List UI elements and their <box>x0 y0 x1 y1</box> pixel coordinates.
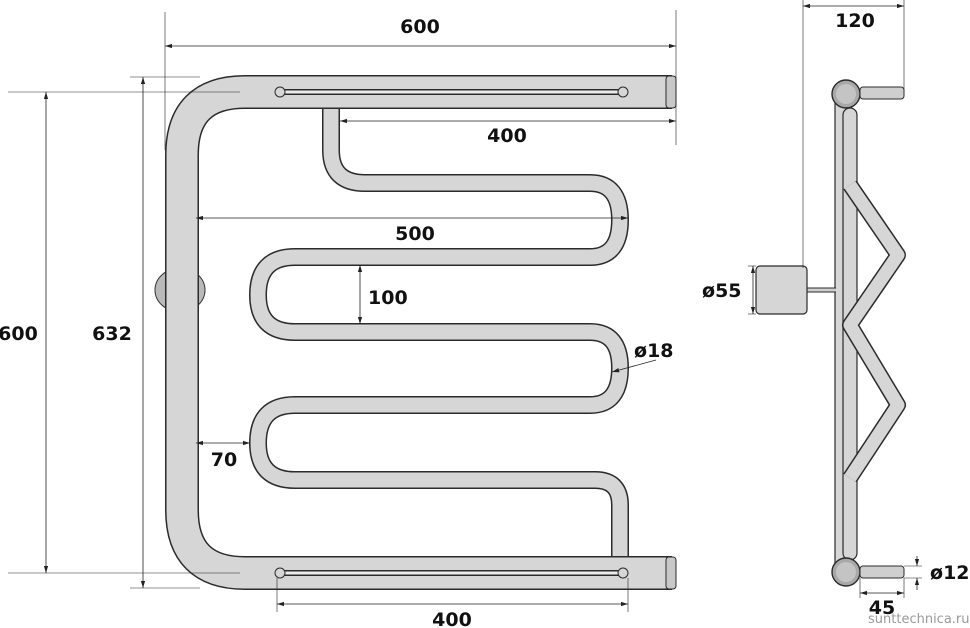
label-nipple-length: 45 <box>869 597 895 619</box>
label-inner-width: 500 <box>395 223 435 245</box>
label-depth: 120 <box>835 10 875 32</box>
label-connection-spacing: 400 <box>487 125 527 147</box>
label-outer-height: 600 <box>0 323 38 345</box>
label-bottom-spacing: 400 <box>432 609 472 628</box>
serpentine-coil <box>249 103 629 560</box>
front-view: 600 400 500 100 ø18 70 <box>0 10 677 628</box>
dim-flange-diameter: ø55 <box>702 265 756 315</box>
dim-outer-height: 600 <box>0 91 240 574</box>
watermark-text: sunttechnica.ru <box>868 612 970 627</box>
dim-depth: 120 <box>802 0 905 268</box>
dim-side-gap: 70 <box>196 440 250 471</box>
dim-connection-spacing: 400 <box>340 118 676 147</box>
bottom-nipple <box>859 565 905 579</box>
wall-flange <box>755 265 808 315</box>
label-tube-diameter: ø18 <box>634 340 674 362</box>
dim-total-height: 632 <box>92 76 200 589</box>
dim-inner-width: 500 <box>196 215 628 245</box>
label-total-height: 632 <box>92 323 132 345</box>
dim-overall-width: 600 <box>164 10 677 150</box>
side-zigzag <box>842 180 906 483</box>
label-overall-width: 600 <box>400 16 440 38</box>
dim-loop-pitch: 100 <box>357 265 408 324</box>
dim-bottom-spacing: 400 <box>276 578 629 628</box>
side-view: 120 ø55 ø12 45 sunttechnica.ru <box>702 0 970 627</box>
dim-nipple-diameter: ø12 <box>904 556 970 590</box>
label-flange-diameter: ø55 <box>702 280 742 302</box>
dim-tube-diameter: ø18 <box>611 340 674 373</box>
label-nipple-diameter: ø12 <box>930 562 970 584</box>
dim-nipple-length: 45 <box>859 578 905 619</box>
main-frame-pipe <box>165 75 677 590</box>
label-side-gap: 70 <box>211 449 237 471</box>
top-nipple <box>859 86 905 100</box>
label-loop-pitch: 100 <box>368 287 408 309</box>
